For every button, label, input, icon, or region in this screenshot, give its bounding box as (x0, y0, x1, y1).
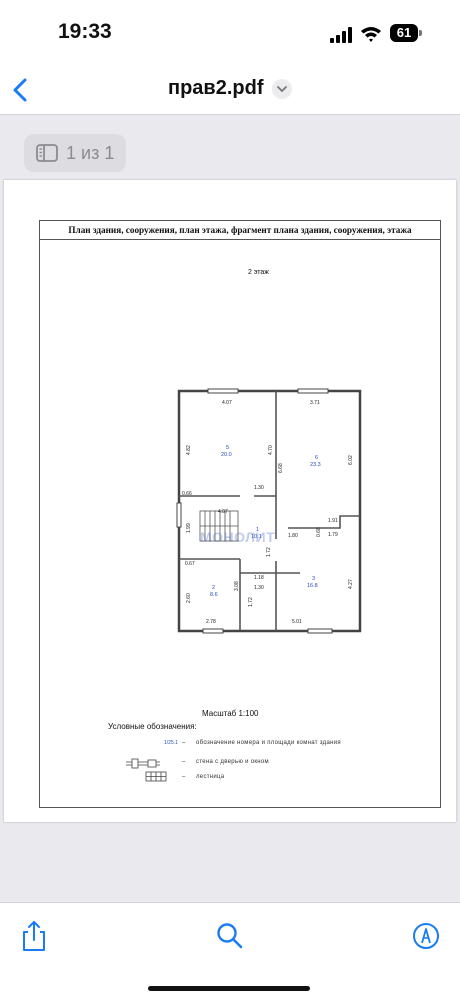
dim-label: 1.99 (186, 523, 192, 533)
search-icon[interactable] (214, 919, 246, 953)
dim-label: 1.72 (266, 547, 272, 557)
legend-symbol: 1/25.1 (164, 740, 178, 746)
legend-dash: – (182, 740, 186, 746)
bottom-toolbar (0, 902, 460, 1001)
floor-label: 2 этаж (248, 269, 269, 276)
status-bar: 19:33 61 (0, 0, 460, 66)
dim-label: 3.71 (310, 400, 320, 406)
dim-label: 2.60 (186, 593, 192, 603)
legend-symbols (126, 758, 167, 782)
room-number: 6 (315, 455, 318, 461)
room-number: 3 (312, 576, 315, 582)
dim-label: 1.80 (288, 533, 298, 539)
legend-title: Условные обозначения: (108, 722, 197, 731)
wifi-icon (361, 27, 381, 42)
legend-text: стена с дверью и окном (196, 759, 269, 765)
dim-label: 4.07 (222, 400, 232, 406)
room-area: 10.1 (251, 534, 262, 540)
legend-text: лестница (196, 774, 225, 780)
dim-label: 1.30 (254, 585, 264, 591)
page-counter-label: 1 из 1 (66, 143, 115, 163)
dim-label: 1.91 (328, 518, 338, 524)
room-number: 5 (226, 445, 229, 451)
inner-walls (179, 391, 360, 631)
navigation-bar: прав2.pdf (0, 66, 460, 115)
dim-label: 1.18 (254, 575, 264, 581)
legend-text: обозначение номера и площади комнат здан… (196, 740, 341, 746)
stairs-symbol (199, 510, 239, 542)
dim-label: 5.01 (292, 619, 302, 625)
windows (176, 388, 333, 634)
dim-label: 0.68 (316, 527, 322, 537)
room-area: 8.6 (210, 592, 218, 598)
battery-tip (419, 30, 422, 36)
dim-label: 1.30 (254, 485, 264, 491)
dim-label: 0.66 (182, 491, 192, 497)
room-area: 23.3 (310, 462, 321, 468)
room-number: 2 (212, 585, 215, 591)
room-area: 16.8 (307, 583, 318, 589)
dim-label: 4.70 (268, 445, 274, 455)
battery-icon: 61 (390, 24, 418, 42)
room-labels: 5 20.0 6 23.3 1 10.1 2 8.6 3 16.8 (210, 445, 321, 598)
sidebar-icon (36, 144, 58, 162)
back-chevron-icon[interactable] (8, 72, 36, 108)
drawing-header: План здания, сооружения, план этажа, фра… (40, 221, 440, 240)
dim-label: 1.72 (248, 597, 254, 607)
share-icon[interactable] (18, 919, 50, 953)
dim-label: 0.67 (185, 561, 195, 567)
status-time: 19:33 (58, 20, 112, 43)
legend-dash: – (182, 774, 186, 780)
dim-label: 1.79 (328, 532, 338, 538)
dim-label: 4.27 (348, 579, 354, 589)
drawing-frame: План здания, сооружения, план этажа, фра… (39, 220, 441, 808)
room-number: 1 (256, 527, 259, 533)
floor-plan: 4.07 3.71 4.82 4.70 6.68 6.02 1.30 0.66 … (126, 388, 362, 782)
dim-label: 2.78 (206, 619, 216, 625)
cellular-signal-icon (330, 27, 352, 43)
page-counter[interactable]: 1 из 1 (24, 134, 126, 172)
document-title[interactable]: прав2.pdf (168, 77, 264, 99)
dim-label: 4.07 (218, 509, 228, 515)
chevron-down-icon[interactable] (272, 79, 292, 99)
markup-icon[interactable] (410, 919, 442, 953)
dim-label: 6.02 (348, 455, 354, 465)
home-indicator (148, 986, 310, 991)
watermark: МОНОЛИТ (200, 529, 276, 545)
dim-label: 4.82 (186, 445, 192, 455)
room-area: 20.0 (221, 452, 232, 458)
dim-label: 6.68 (278, 463, 284, 473)
scale-label: Масштаб 1:100 (202, 709, 259, 718)
dim-label: 3.08 (234, 581, 240, 591)
pdf-page: План здания, сооружения, план этажа, фра… (4, 180, 456, 822)
legend-dash: – (182, 759, 186, 765)
